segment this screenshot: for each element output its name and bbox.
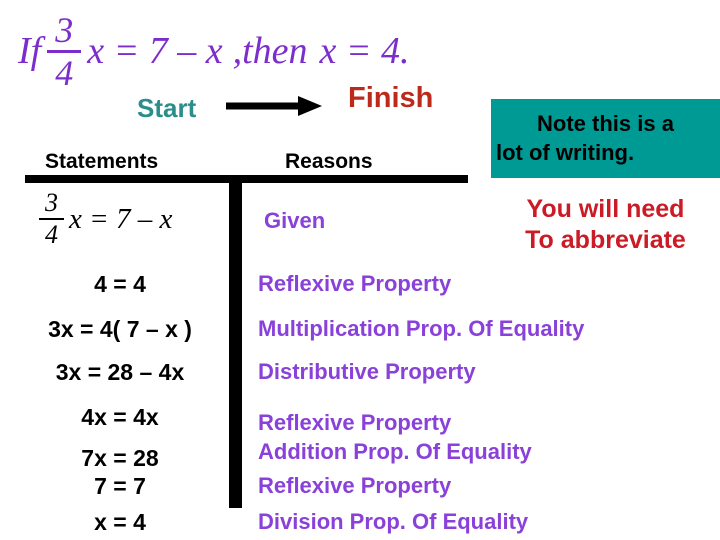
statement-text: 4x = 4x — [81, 404, 159, 430]
reason-text: Division Prop. Of Equality — [258, 509, 529, 534]
equation-if: If — [18, 30, 42, 72]
abbreviate-note: You will need To abbreviate — [491, 194, 720, 256]
statements-header: Statements — [45, 150, 159, 173]
statement-text: 3x = 4( 7 – x ) — [48, 316, 192, 342]
statement-text: 3x = 28 – 4x — [55, 359, 185, 385]
table-horizontal-rule — [25, 175, 468, 183]
reason-text: Given — [264, 208, 326, 233]
reason-text: Reflexive Property — [258, 473, 452, 498]
statement-text: 7x = 28 — [81, 445, 159, 471]
fraction-bar — [47, 49, 82, 53]
reason-text: Reflexive Property — [258, 410, 452, 435]
fraction-numerator: 3 — [45, 188, 58, 217]
fraction-three-fourths: 3 4 — [39, 188, 64, 249]
equation-body: x = 7 – x — [87, 30, 223, 72]
note-line-1: Note this is a — [537, 111, 674, 136]
note-line-2: lot of writing. — [496, 140, 635, 165]
reasons-header: Reasons — [285, 150, 373, 173]
fraction-numerator: 3 — [55, 9, 74, 50]
equation-conclusion: x = 4. — [319, 30, 410, 72]
right-arrow-icon — [226, 96, 322, 116]
abbreviate-line-2: To abbreviate — [525, 226, 686, 254]
fraction-bar — [39, 218, 64, 220]
fraction-three-fourths: 3 4 — [47, 9, 82, 93]
reason-text: Distributive Property — [258, 359, 476, 384]
finish-label: Finish — [348, 82, 434, 114]
reason-text: Reflexive Property — [258, 271, 452, 296]
statement-text: 7 = 7 — [94, 473, 146, 499]
abbreviate-line-1: You will need — [526, 195, 685, 223]
statement-text: x = 4 — [94, 509, 146, 535]
equation-connector: ,then — [232, 30, 308, 72]
start-label: Start — [137, 93, 197, 123]
statement-equation-body: x = 7 – x — [69, 202, 173, 235]
statement-text: 4 = 4 — [94, 271, 146, 297]
statement-given-equation: 3 4 x = 7 – x — [39, 188, 173, 249]
table-vertical-rule — [229, 175, 242, 508]
reason-text: Addition Prop. Of Equality — [258, 439, 532, 464]
note-box: Note this is a lot of writing. — [491, 99, 720, 178]
fraction-denominator: 4 — [45, 220, 58, 249]
fraction-denominator: 4 — [55, 52, 74, 93]
reason-text: Multiplication Prop. Of Equality — [258, 316, 585, 341]
title-equation: If 3 4 x = 7 – x ,then x = 4. — [18, 4, 410, 98]
